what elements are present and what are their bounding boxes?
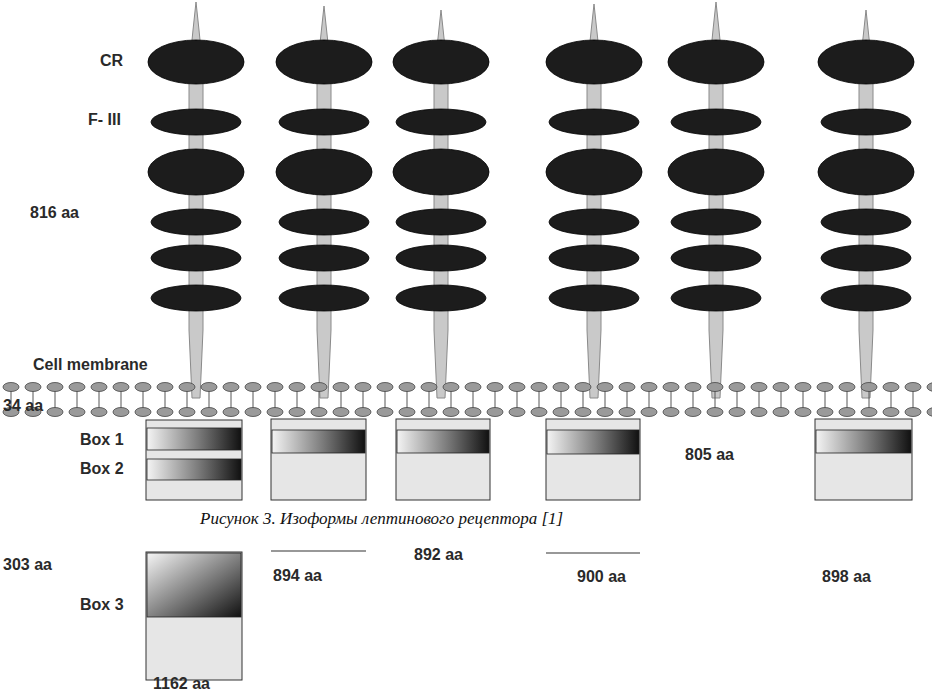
label: 34 aa	[3, 397, 43, 415]
receptor-domain	[276, 40, 372, 84]
receptor-domain	[671, 209, 761, 235]
box-motif	[547, 430, 639, 454]
receptor-domain	[151, 285, 241, 311]
label: 303 aa	[3, 556, 52, 574]
receptor-domain	[148, 149, 244, 195]
label: F- III	[88, 111, 121, 129]
receptor	[546, 4, 642, 398]
label: 894 aa	[273, 567, 322, 585]
receptor-domain	[396, 209, 486, 235]
receptor-domain	[671, 285, 761, 311]
receptor-domain	[818, 149, 914, 195]
receptor-domain	[151, 209, 241, 235]
label: CR	[100, 52, 123, 70]
receptor-domain	[279, 285, 369, 311]
receptor-domain	[148, 40, 244, 84]
receptor-domain	[279, 245, 369, 271]
label: 816 aa	[30, 204, 79, 222]
receptor-domain	[671, 109, 761, 135]
receptor-domain	[668, 40, 764, 84]
receptor-domain	[549, 209, 639, 235]
receptor-domain	[279, 209, 369, 235]
label: Box 3	[80, 596, 124, 614]
receptor-domain	[276, 149, 372, 195]
receptor-domain	[821, 209, 911, 235]
receptor-domain	[549, 285, 639, 311]
receptor-domain	[821, 109, 911, 135]
receptor-domain	[393, 149, 489, 195]
receptor-domain	[671, 245, 761, 271]
box-motif	[147, 553, 241, 617]
box-motif	[147, 459, 241, 480]
receptor-domain	[279, 109, 369, 135]
receptor	[668, 2, 764, 398]
lipid-bilayer	[0, 380, 932, 420]
receptor	[276, 6, 372, 398]
label: Cell membrane	[33, 356, 148, 374]
receptor-domain	[818, 40, 914, 84]
intracellular-domain	[146, 552, 242, 680]
receptor	[818, 10, 914, 398]
receptor	[148, 2, 244, 398]
receptor-domain	[396, 245, 486, 271]
box-motif	[147, 428, 241, 450]
receptor-domain	[549, 109, 639, 135]
intracellular-domain	[546, 419, 640, 500]
receptor-domain	[668, 149, 764, 195]
receptor	[393, 10, 489, 398]
intracellular-domain	[271, 419, 366, 500]
label: 900 aa	[577, 568, 626, 586]
receptor-domain	[549, 245, 639, 271]
box-motif	[816, 430, 911, 453]
label: 898 aa	[822, 568, 871, 586]
intracellular-domain	[815, 419, 912, 500]
receptor-domain	[396, 285, 486, 311]
receptor-domain	[546, 40, 642, 84]
figure-caption: Рисунок 3. Изоформы лептинового рецептор…	[196, 508, 567, 530]
receptor-domain	[393, 40, 489, 84]
label: 1162 aa	[153, 675, 210, 693]
box-motif	[272, 430, 365, 453]
intracellular-domain	[146, 420, 242, 500]
label: 892 aa	[414, 546, 463, 564]
intracellular-domain	[396, 419, 490, 500]
label: Box 1	[80, 431, 124, 449]
receptor-domain	[151, 109, 241, 135]
label: Box 2	[80, 460, 124, 478]
domain-end	[546, 552, 640, 553]
receptor-domain	[396, 109, 486, 135]
receptor-domain	[821, 285, 911, 311]
receptor-domain	[821, 245, 911, 271]
receptor-domain	[151, 245, 241, 271]
label: 805 aa	[685, 446, 734, 464]
domain-end	[271, 550, 366, 551]
box-motif	[397, 430, 489, 453]
receptor-domain	[546, 149, 642, 195]
